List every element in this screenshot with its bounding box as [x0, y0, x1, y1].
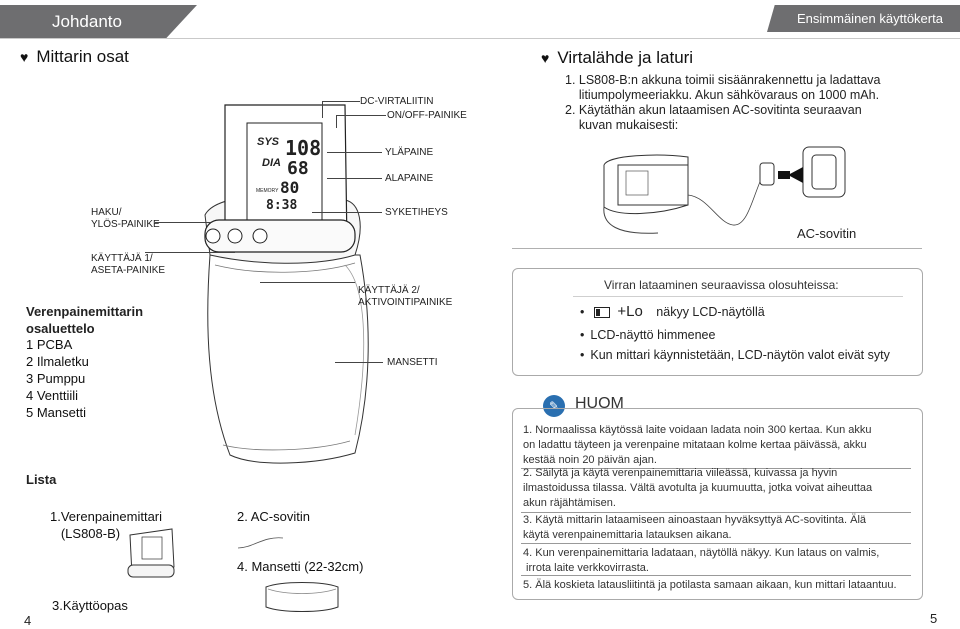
left-section-heading: ♥ Mittarin osat: [20, 47, 129, 67]
bullet: [580, 328, 590, 342]
time-value: 8:38: [266, 198, 298, 213]
divider: [521, 575, 911, 576]
dia-value: 68: [287, 158, 309, 179]
bullet: [580, 305, 590, 319]
charging-item-text: LCD-näyttö himmenee: [590, 328, 716, 342]
note-item-2: 2. Säilytä ja käytä verenpainemittaria v…: [523, 467, 873, 509]
sys-value: 108: [285, 136, 322, 160]
note-box: [512, 408, 923, 600]
label-user1-button: KÄYTTÄJÄ 1/ ASETA-PAINIKE: [91, 253, 166, 276]
list-item: 2 Ilmaletku: [26, 354, 89, 369]
cuff-thumbnail: [265, 582, 339, 612]
divider: [521, 543, 911, 544]
divider: [573, 296, 903, 297]
label-dc-port: DC-VIRTALIITIN: [360, 96, 434, 107]
label-search-button: HAKU/ YLÖS-PAINIKE: [91, 207, 160, 230]
label-diastolic: ALAPAINE: [385, 173, 434, 184]
note-item-1: 1. Normaalissa käytössä laite voidaan la…: [523, 424, 872, 466]
charging-illustration: [603, 146, 846, 234]
section-tab-left-title: Johdanto: [52, 12, 122, 31]
list-item: 1 PCBA: [26, 337, 73, 352]
leader-line: [145, 252, 235, 253]
charging-item-3: Kun mittari käynnistetään, LCD-näytön va…: [580, 348, 890, 363]
leader-line: [155, 222, 210, 223]
left-section-title: Mittarin osat: [36, 47, 129, 66]
charging-item-text: näkyy LCD-näytöllä: [656, 305, 765, 319]
leader-line: [327, 152, 382, 153]
divider: [512, 248, 922, 249]
bullet: [580, 348, 590, 362]
wrench-icon: ✎: [543, 395, 565, 417]
pulse-value: 80: [280, 178, 300, 197]
intro-item-1: 1. LS808-B:n akkuna toimii sisäänrakenne…: [565, 73, 881, 102]
header-divider: [0, 38, 960, 39]
section-tab-left: Johdanto: [0, 5, 197, 39]
page-number-left: 4: [24, 613, 32, 628]
charging-title: Virran lataaminen seuraavissa olosuhteis…: [604, 278, 839, 292]
note-item-3: 3. Käytä mittarin lataamiseen ainoastaan…: [523, 514, 867, 541]
intro-item-2: 2. Käytäthän akun lataamisen AC-sovitint…: [565, 103, 862, 132]
list-item-manual: 3.Käyttöopas: [52, 598, 128, 613]
label-user2-button: KÄYTTÄJÄ 2/ AKTIVOINTIPAINIKE: [358, 285, 453, 308]
list-item-cuff: 4. Mansetti (22-32cm): [237, 559, 364, 574]
charging-item-1: +Lo näkyy LCD-näytöllä: [580, 304, 765, 320]
charging-item-2: LCD-näyttö himmenee: [580, 328, 715, 343]
list-item: 5 Mansetti: [26, 405, 86, 420]
label-systolic: YLÄPAINE: [385, 147, 434, 158]
dia-label: DIA: [262, 157, 281, 169]
ac-adapter-label: AC-sovitin: [797, 226, 857, 241]
leader-line: [335, 362, 383, 363]
battery-icon: [593, 307, 610, 319]
leader-line: [322, 101, 360, 102]
charging-box: [512, 268, 923, 376]
battery-low-text: +Lo: [617, 303, 643, 320]
charging-item-text: Kun mittari käynnistetään, LCD-näytön va…: [590, 348, 890, 362]
leader-line: [336, 115, 337, 128]
right-section-title: Virtalähde ja laturi: [557, 48, 694, 67]
device-illustration: [204, 104, 369, 464]
label-on-off: ON/OFF-PAINIKE: [387, 110, 467, 121]
list-item-monitor: 1.Verenpainemittari (LS808-B): [50, 509, 163, 541]
adapter-thumbnail: [237, 537, 284, 549]
leader-line: [260, 282, 355, 283]
right-section-heading: ♥ Virtalähde ja laturi: [541, 48, 693, 68]
leader-line: [322, 101, 323, 118]
list-title: Lista: [26, 472, 57, 487]
list-item: 3 Pumppu: [26, 371, 86, 386]
divider: [521, 468, 911, 469]
sys-label: SYS: [257, 136, 280, 148]
divider: [521, 512, 911, 513]
monitor-thumbnail: [127, 528, 175, 578]
leader-line: [336, 115, 386, 116]
heart-icon: ♥: [541, 50, 550, 66]
note-item-5: 5. Älä koskieta latausliitintä ja potila…: [523, 579, 897, 591]
components-list: 1 PCBA 2 Ilmaletku 3 Pumppu 4 Venttiili …: [26, 336, 89, 421]
page-number-right: 5: [930, 611, 938, 626]
label-cuff: MANSETTI: [387, 357, 438, 368]
label-pulse: SYKETIHEYS: [385, 207, 448, 218]
list-item-adapter: 2. AC-sovitin: [237, 509, 310, 524]
memory-label: MEMORY: [256, 188, 279, 194]
section-tab-right-title: Ensimmäinen käyttökerta: [797, 11, 943, 26]
section-tab-right: Ensimmäinen käyttökerta: [767, 5, 960, 32]
note-item-4: 4. Kun verenpainemittaria ladataan, näyt…: [523, 547, 880, 574]
list-item: 4 Venttiili: [26, 388, 79, 403]
note-title: HUOM: [575, 395, 624, 412]
components-title: Verenpainemittarin osaluettelo: [26, 304, 144, 336]
leader-line: [312, 212, 382, 213]
heart-icon: ♥: [20, 49, 29, 65]
leader-line: [327, 178, 382, 179]
